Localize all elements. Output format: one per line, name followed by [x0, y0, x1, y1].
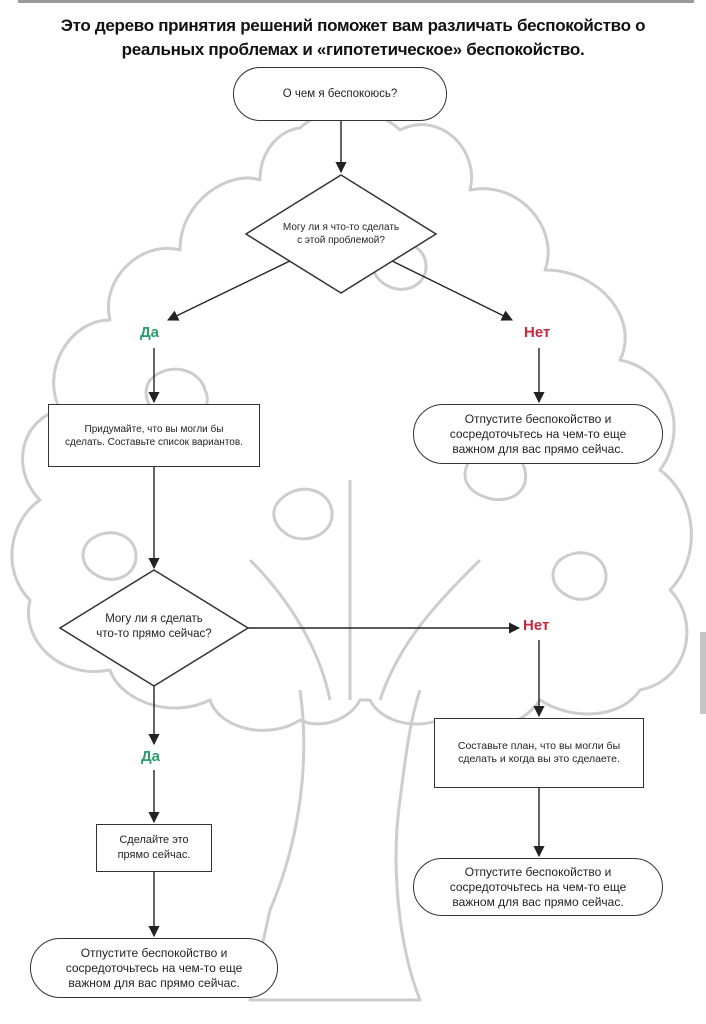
start-node: О чем я беспокоюсь?: [233, 67, 447, 121]
arrow-decision1-to-yes: [166, 257, 297, 321]
plan-box: Составьте план, что вы могли бы сделать …: [434, 718, 644, 788]
decision2-line: что-то прямо сейчас?: [96, 628, 212, 640]
let-go-node-1: Отпустите беспокойство и сосредоточьтесь…: [413, 404, 663, 464]
tree-leaf-cluster: [551, 551, 608, 601]
no-label-1: Нет: [524, 324, 551, 341]
top-divider: [18, 0, 694, 3]
let-go-line: Отпустите беспокойство и: [464, 864, 612, 879]
let-go-node-3: Отпустите беспокойство и сосредоточьтесь…: [30, 938, 278, 998]
decision1-line: Могу ли я что-то сделать: [282, 222, 400, 233]
decision1-line: с этой проблемой?: [297, 235, 385, 246]
let-go-line: важном для вас прямо сейчас.: [452, 894, 624, 909]
tree-crown-outline: [10, 109, 693, 732]
decision1-text: Могу ли я что-то сделать с этой проблемо…: [256, 219, 426, 249]
yes-label-2: Да: [141, 748, 161, 765]
do-it-line: прямо сейчас.: [117, 849, 191, 861]
tree-leaf-cluster: [81, 531, 138, 581]
plan-line: Составьте план, что вы могли бы: [457, 740, 621, 752]
decision2-diamond: [58, 569, 250, 687]
let-go-line: сосредоточьтесь на чем-то еще: [449, 426, 627, 441]
title-line-2: реальных проблемах и «гипотетическое» бе…: [121, 40, 585, 59]
let-go-line: важном для вас прямо сейчас.: [68, 975, 240, 990]
brainstorm-line: Придумайте, что вы могли бы: [84, 423, 224, 435]
let-go-line: сосредоточьтесь на чем-то еще: [65, 960, 243, 975]
page-title: Это дерево принятия решений поможет вам …: [0, 14, 706, 62]
connectors: [148, 121, 545, 938]
yes-label-1: Да: [140, 324, 160, 341]
title-line-1: Это дерево принятия решений поможет вам …: [60, 16, 646, 35]
scrollbar-thumb[interactable]: [700, 632, 706, 714]
do-it-box: Сделайте это прямо сейчас.: [96, 824, 212, 872]
let-go-line: Отпустите беспокойство и: [80, 945, 228, 960]
let-go-line: важном для вас прямо сейчас.: [452, 441, 624, 456]
let-go-line: сосредоточьтесь на чем-то еще: [449, 879, 627, 894]
brainstorm-line: сделать. Составьте список вариантов.: [65, 436, 243, 448]
arrow-decision1-to-no: [385, 257, 514, 321]
let-go-node-2: Отпустите беспокойство и сосредоточьтесь…: [413, 858, 663, 916]
decision2-line: Могу ли я сделать: [105, 613, 203, 625]
tree-leaf-cluster: [272, 487, 334, 541]
do-it-line: Сделайте это: [119, 834, 189, 846]
no-label-2: Нет: [523, 617, 550, 634]
tree-trunk-outline: [248, 689, 422, 1002]
decision1-diamond: [244, 174, 438, 294]
let-go-line: Отпустите беспокойство и: [464, 411, 612, 426]
brainstorm-box: Придумайте, что вы могли бы сделать. Сос…: [48, 404, 260, 467]
decision2-text: Могу ли я сделать что-то прямо сейчас?: [74, 609, 234, 645]
tree-branch-outline: [248, 480, 482, 701]
start-node-text: О чем я беспокоюсь?: [282, 87, 398, 100]
plan-line: сделать и когда вы это сделаете.: [458, 753, 620, 765]
